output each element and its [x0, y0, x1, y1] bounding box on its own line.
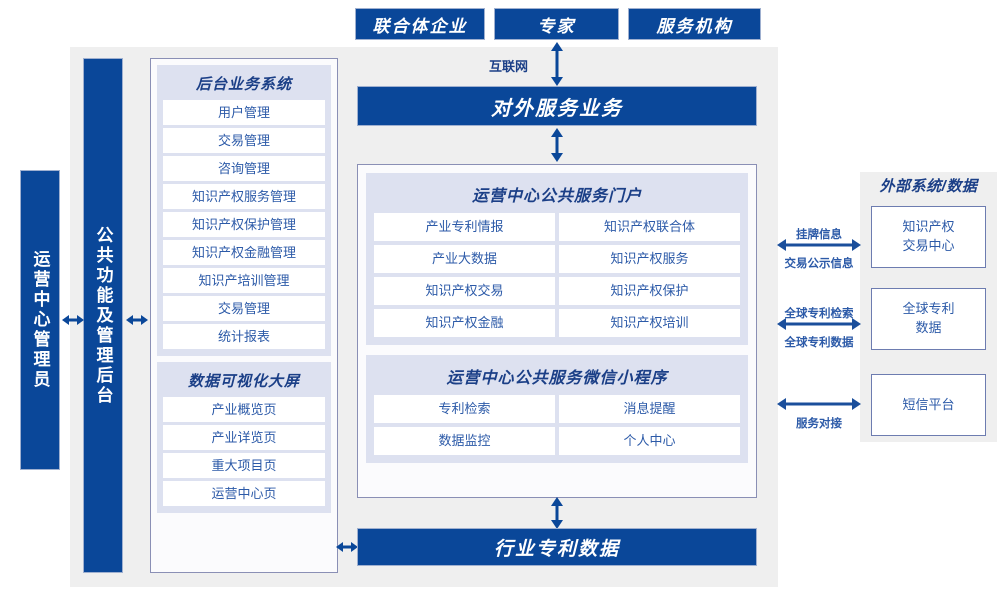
arrow-label-listing-info: 挂牌信息	[796, 229, 842, 241]
arrow-modules-to-industry-patent-data	[336, 539, 358, 555]
industry-patent-data-bar: 行业专利数据	[357, 528, 757, 566]
group-backend-business-system: 后台业务系统 用户管理 交易管理 咨询管理 知识产权服务管理 知识产权保护管理 …	[157, 65, 331, 356]
arrow-label-global-patent-search: 全球专利检索	[784, 308, 854, 320]
arrow-platform-to-global-patent-data	[777, 316, 861, 332]
external-box-global-patent-data[interactable]: 全球专利 数据	[871, 288, 986, 350]
module-industry-overview-page[interactable]: 产业概览页	[163, 397, 325, 422]
external-box-ip-trading-center-line2: 交易中心	[902, 238, 955, 253]
arrow-platform-to-ip-trading-center	[777, 237, 861, 253]
module-ip-finance-management[interactable]: 知识产权金融管理	[163, 240, 325, 265]
module-ip-service-management[interactable]: 知识产权服务管理	[163, 184, 325, 209]
miniprogram-item-message-alert[interactable]: 消息提醒	[559, 395, 740, 423]
module-statistical-report[interactable]: 统计报表	[163, 324, 325, 349]
miniprogram-item-patent-search[interactable]: 专利检索	[374, 395, 555, 423]
group-title-data-visualization-screen: 数据可视化大屏	[187, 373, 300, 390]
arrow-service-to-portal	[548, 128, 566, 162]
group-title-backend-business-system: 后台业务系统	[195, 76, 292, 93]
external-box-global-patent-data-line1: 全球专利	[902, 301, 955, 317]
portal-item-grid: 产业专利情报 知识产权联合体 产业大数据 知识产权服务 知识产权交易 知识产权保…	[374, 213, 740, 337]
miniprogram-item-personal-center[interactable]: 个人中心	[559, 427, 740, 455]
service-channels-panel: 运营中心公共服务门户 产业专利情报 知识产权联合体 产业大数据 知识产权服务 知…	[357, 164, 757, 498]
external-service-business-bar: 对外服务业务	[357, 86, 757, 126]
module-transaction-management-2[interactable]: 交易管理	[163, 296, 325, 321]
module-transaction-management[interactable]: 交易管理	[163, 128, 325, 153]
miniprogram-item-grid: 专利检索 消息提醒 数据监控 个人中心	[374, 395, 740, 455]
group-wechat-mini-program: 运营中心公共服务微信小程序 专利检索 消息提醒 数据监控 个人中心	[366, 355, 748, 463]
portal-item-ip-service[interactable]: 知识产权服务	[559, 245, 740, 273]
module-user-management[interactable]: 用户管理	[163, 100, 325, 125]
arrow-internet-link	[548, 42, 566, 86]
role-chip-expert: 专家	[494, 8, 619, 40]
backend-modules-panel: 后台业务系统 用户管理 交易管理 咨询管理 知识产权服务管理 知识产权保护管理 …	[150, 58, 338, 573]
module-ip-training-management[interactable]: 知识产培训管理	[163, 268, 325, 293]
external-box-global-patent-data-line2: 数据	[915, 320, 942, 335]
group-data-visualization-screen: 数据可视化大屏 产业概览页 产业详览页 重大项目页 运营中心页	[157, 362, 331, 513]
role-chip-service-agency: 服务机构	[628, 8, 761, 40]
external-box-ip-trading-center[interactable]: 知识产权 交易中心	[871, 206, 986, 268]
module-major-project-page[interactable]: 重大项目页	[163, 453, 325, 478]
arrow-platform-to-sms-platform	[777, 396, 861, 412]
portal-item-industry-patent-intelligence[interactable]: 产业专利情报	[374, 213, 555, 241]
external-box-ip-trading-center-line1: 知识产权	[902, 219, 955, 235]
vertical-bar-public-function-admin-backend: 公共功能及管理后台	[83, 58, 123, 573]
panel-spacer	[366, 345, 748, 355]
arrow-portal-to-industry-patent-data	[548, 497, 566, 529]
portal-item-ip-protection[interactable]: 知识产权保护	[559, 277, 740, 305]
miniprogram-item-data-monitoring[interactable]: 数据监控	[374, 427, 555, 455]
external-systems-title: 外部系统/数据	[879, 178, 978, 195]
arrow-label-service-integration: 服务对接	[796, 418, 842, 430]
arrow-label-internet: 互联网	[489, 59, 529, 74]
module-operations-center-page[interactable]: 运营中心页	[163, 481, 325, 506]
module-ip-protection-management[interactable]: 知识产权保护管理	[163, 212, 325, 237]
external-box-sms-platform[interactable]: 短信平台	[871, 374, 986, 436]
portal-item-ip-transaction[interactable]: 知识产权交易	[374, 277, 555, 305]
module-industry-detail-page[interactable]: 产业详览页	[163, 425, 325, 450]
arrow-operator-to-backend	[62, 312, 84, 328]
external-box-sms-platform-line1: 短信平台	[902, 396, 955, 412]
portal-item-ip-consortium[interactable]: 知识产权联合体	[559, 213, 740, 241]
arrow-backend-to-modules	[126, 312, 148, 328]
role-chip-consortium-enterprise: 联合体企业	[355, 8, 485, 40]
portal-item-industry-big-data[interactable]: 产业大数据	[374, 245, 555, 273]
portal-item-ip-finance[interactable]: 知识产权金融	[374, 309, 555, 337]
module-consultation-management[interactable]: 咨询管理	[163, 156, 325, 181]
vertical-bar-operations-center-admin: 运营中心管理员	[20, 170, 60, 470]
group-title-public-service-portal: 运营中心公共服务门户	[471, 188, 642, 205]
arrow-label-transaction-disclosure-info: 交易公示信息	[784, 258, 854, 270]
group-public-service-portal: 运营中心公共服务门户 产业专利情报 知识产权联合体 产业大数据 知识产权服务 知…	[366, 173, 748, 345]
arrow-label-global-patent-data: 全球专利数据	[784, 337, 854, 349]
group-title-wechat-mini-program: 运营中心公共服务微信小程序	[446, 370, 668, 387]
portal-item-ip-training[interactable]: 知识产权培训	[559, 309, 740, 337]
